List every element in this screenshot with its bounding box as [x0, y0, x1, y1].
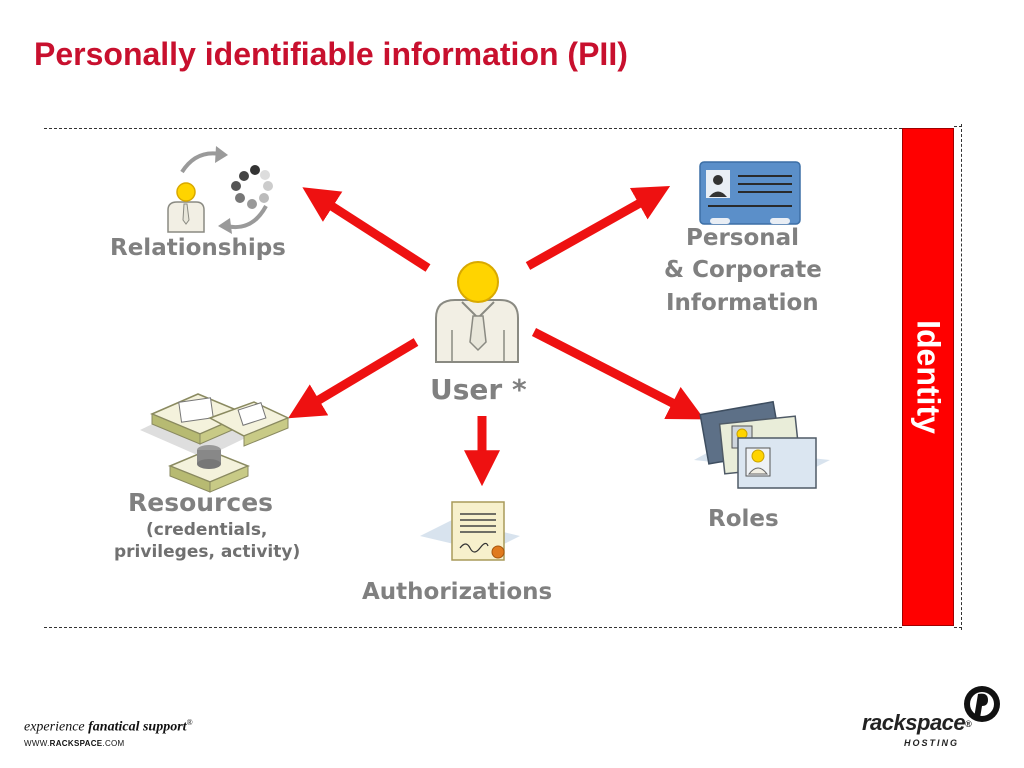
arrow-to-personal	[525, 186, 671, 270]
logo-word: rackspace	[862, 710, 966, 735]
identity-bar: Identity	[902, 128, 954, 626]
frame-right-tick-bottom	[954, 627, 962, 628]
label-authorizations: Authorizations	[362, 579, 553, 605]
label-resources-sub2: privileges, activity)	[114, 542, 301, 562]
label-resources-sub1: (credentials,	[146, 520, 268, 540]
url-suffix: .COM	[102, 739, 125, 748]
tagline-prefix: experience	[24, 719, 85, 735]
label-relationships: Relationships	[110, 235, 286, 261]
frame-right-tick-top	[954, 126, 962, 127]
rackspace-hosting-text: HOSTING	[904, 738, 960, 748]
page-title: Personally identifiable information (PII…	[34, 36, 628, 72]
relationships-icon	[167, 146, 273, 234]
arrow-to-roles	[531, 327, 705, 420]
rackspace-logo-icon	[964, 686, 1000, 722]
url-bold: RACKSPACE	[49, 739, 103, 748]
id-card-icon	[699, 161, 801, 225]
label-personal-line3: Information	[666, 290, 819, 316]
footer-url: WWW.RACKSPACE.COM	[24, 739, 125, 748]
arrow-to-relationships	[302, 187, 431, 272]
frame-right-dashed-line	[961, 124, 962, 630]
rackspace-logo-text: rackspace®	[862, 710, 972, 736]
arrow-to-resources	[288, 338, 419, 419]
frame-bottom-dashed-line	[44, 627, 902, 628]
tagline-bold: fanatical support	[88, 719, 187, 735]
frame-top-dashed-line	[44, 128, 902, 129]
url-prefix: WWW.	[24, 739, 50, 748]
label-personal-line2: & Corporate	[664, 257, 822, 283]
label-resources: Resources	[128, 488, 274, 517]
tagline-trademark: ®	[186, 718, 193, 727]
user-icon	[435, 261, 519, 363]
label-user: User *	[430, 373, 527, 406]
label-roles: Roles	[708, 506, 779, 532]
roles-cards-icon	[694, 400, 830, 489]
logo-registered: ®	[965, 719, 972, 730]
label-personal-line1: Personal	[686, 225, 800, 251]
certificate-icon	[420, 501, 520, 561]
resources-icon	[140, 393, 290, 493]
footer-tagline: experience fanatical support®	[24, 718, 193, 736]
